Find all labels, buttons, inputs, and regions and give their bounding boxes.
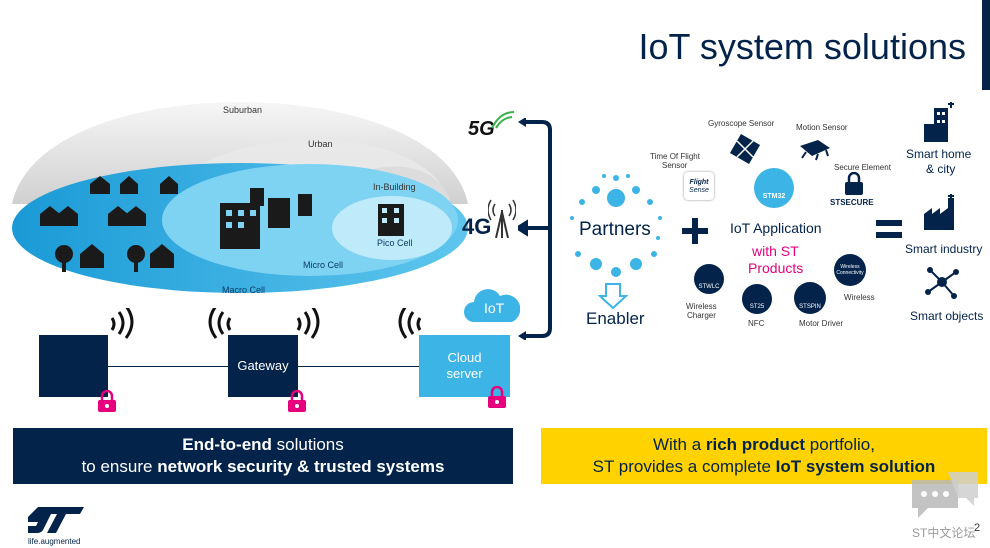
arrow-down-icon [598,283,628,310]
smart-home-city-icon [924,102,954,142]
st25-brand: ST25 [749,304,765,310]
lock-icon [288,390,306,412]
iot-app-title: IoT Application [730,220,822,236]
wireless-brand-line1: Wireless [840,264,860,270]
lock-icon [488,386,506,408]
connectivity-bracket [518,118,552,340]
product-label-charger: Charger [687,311,716,320]
tof-label-line1: Time Of Flight [650,152,700,161]
st-logo [28,507,84,533]
logo-tagline: life.augmented [28,537,81,546]
banner-right-bold-2: IoT system solution [775,457,936,476]
stspin-badge: STSPIN [794,282,826,314]
secure-element-lock-icon [845,172,863,195]
stwlc-brand: STWLC [698,284,720,290]
zone-label-suburban: Suburban [223,105,262,115]
product-label-wireless-2: Wireless [844,293,875,302]
banner-left-rest-1: solutions [271,435,344,454]
enabler-label: Enabler [586,309,645,328]
4g-antenna-icon [488,199,516,238]
product-label-motor-driver: Motor Driver [799,319,844,328]
stsecure-brand: STSECURE [830,198,874,207]
wireless-connectivity-badge: Wireless Connectivity [834,254,866,286]
motion-sensor-chip-icon [800,140,830,161]
building-icons [220,188,404,249]
flightsense-badge: Flight Sense [684,172,714,200]
page-number: 2 [974,522,981,534]
stspin-brand: STSPIN [799,304,821,310]
banner-right-line1: With a rich product portfolio, [653,434,875,456]
lock-icon [98,390,116,412]
stm32-brand: STM32 [762,193,786,200]
banner-left-bold-2: network security & trusted systems [157,457,445,476]
product-label-nfc: NFC [748,319,765,328]
equals-icon [876,220,902,238]
flightsense-brand-line1: Flight [689,179,709,186]
device-node [39,335,108,397]
gyroscope-label: Gyroscope Sensor [708,119,775,128]
zone-label-urban: Urban [308,139,333,149]
forum-watermark-text: ST中文论坛 [912,526,976,540]
banner-left-pre-2: to ensure [81,457,158,476]
coverage-dome-diagram: Suburban Urban In-Building Macro Cell Mi… [12,102,468,295]
st25-badge: ST25 [742,284,772,314]
iot-label: IoT [484,300,505,316]
banner-left-line1: End-to-end solutions [182,434,344,456]
5g-signal-icon [491,111,515,129]
banner-right-bold-1: rich product [705,435,806,454]
banner-rich-portfolio: With a rich product portfolio, ST provid… [541,428,987,484]
cell-label-pico: Pico Cell [377,238,413,248]
partners-label: Partners [579,219,651,240]
slide-title: IoT system solutions [638,26,966,67]
partners-dots-ring [570,174,662,277]
plus-icon [682,218,708,244]
accent-bar [982,0,990,90]
motion-sensor-label: Motion Sensor [796,123,848,132]
banner-right-line2: ST provides a complete IoT system soluti… [593,456,936,478]
forum-chat-icon [912,472,978,518]
stwlc-badge: STWLC [694,264,724,294]
banner-right-rest-1: portfolio, [805,435,875,454]
zone-label-inbuilding: In-Building [373,182,416,192]
iot-app-with-line1: with ST [752,243,799,259]
wireless-brand-line2: Connectivity [836,270,864,276]
gateway-node: Gateway [228,335,298,397]
smart-industry-icon [924,194,954,230]
gateway-label: Gateway [237,358,289,373]
banner-right-pre-1: With a [652,435,706,454]
cloud-label-line1: Cloud [447,350,482,365]
gyroscope-chip-icon [729,133,761,165]
secure-element-label: Secure Element [834,163,891,172]
outcome-smart-industry: Smart industry [905,242,983,256]
4g-label: 4G [462,214,492,239]
banner-left-bold-1: End-to-end [182,435,272,454]
cloud-label-line2: server [446,366,483,381]
wireless-signal-icons [110,308,422,339]
product-label-wireless: Wireless [686,302,717,311]
5g-label: 5G [468,118,495,140]
outcome-smart-home-line2: & city [926,162,956,176]
outcome-smart-home-line1: Smart home [906,147,972,161]
cell-label-micro: Micro Cell [303,260,343,270]
banner-end-to-end: End-to-end solutions to ensure network s… [13,428,513,484]
stm32-badge: STM32 [754,168,794,208]
banner-right-pre-2: ST provides a complete [592,457,776,476]
house-icons [40,176,178,272]
banner-left-line2: to ensure network security & trusted sys… [82,456,445,478]
cell-label-macro: Macro Cell [222,285,265,295]
tof-label-line2: Sensor [662,161,688,170]
smart-objects-icon [925,267,959,299]
iot-cloud-icon [464,289,520,322]
iot-app-with-line2: Products [748,260,804,276]
flightsense-brand-line2: Sense [689,187,709,194]
outcome-smart-objects: Smart objects [910,309,984,323]
